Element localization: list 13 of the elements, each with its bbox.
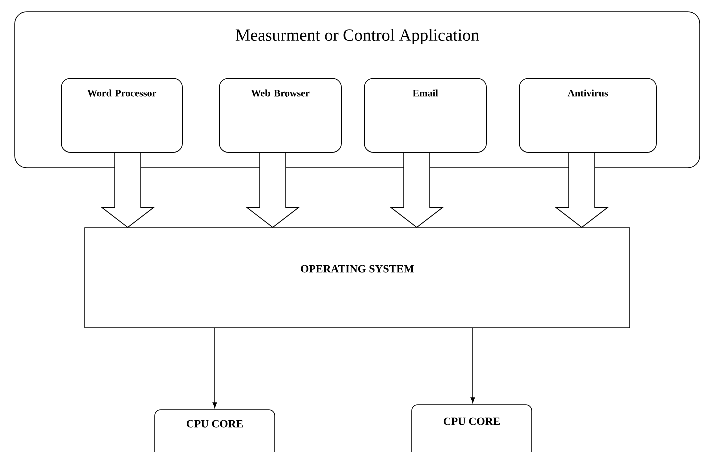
application-box: Web Browser — [219, 78, 342, 153]
block-arrow — [554, 152, 610, 228]
block-arrow — [390, 152, 444, 228]
cpu-core-box: CPU CORE — [412, 404, 532, 452]
cpu-core-box: CPU CORE — [154, 410, 276, 452]
application-box: Antivirus — [519, 78, 657, 153]
application-box: Email — [364, 78, 487, 153]
operating-system-box: OPERATING SYSTEM — [84, 228, 630, 328]
block-arrow — [100, 152, 156, 228]
application-box: Word Processor — [61, 78, 184, 153]
arrow — [470, 328, 476, 404]
block-arrow — [246, 152, 300, 228]
arrow — [212, 328, 218, 408]
